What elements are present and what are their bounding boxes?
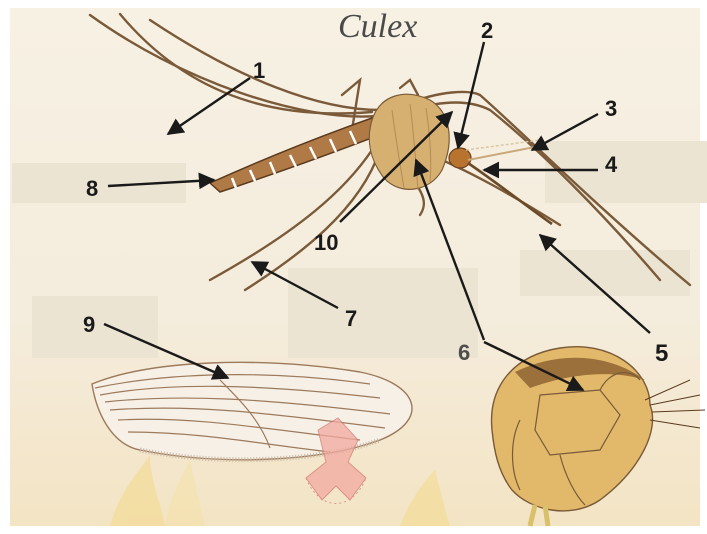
label-10: 10	[314, 230, 338, 256]
label-5: 5	[655, 340, 668, 368]
label-2: 2	[481, 18, 493, 44]
diagram-title: Culex	[338, 8, 417, 46]
label-7: 7	[345, 306, 357, 332]
label-4: 4	[605, 152, 617, 178]
answer-box-7	[288, 268, 478, 358]
answer-box-5	[520, 250, 690, 296]
answer-box-4	[545, 141, 707, 203]
label-6: 6	[458, 340, 470, 366]
mosquito-head	[449, 148, 471, 168]
label-3: 3	[605, 96, 617, 122]
wing-figure	[92, 362, 412, 459]
label-1: 1	[253, 58, 265, 84]
label-9: 9	[83, 312, 95, 338]
mosquito-thorax	[369, 94, 449, 189]
label-8: 8	[86, 176, 98, 202]
